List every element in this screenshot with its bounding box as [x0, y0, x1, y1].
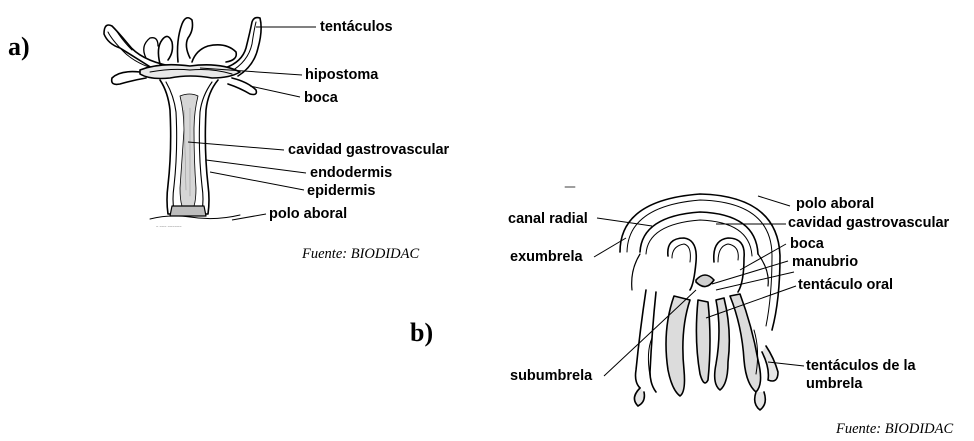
label-hipostoma: hipostoma — [305, 67, 378, 83]
panel-a-letter: a) — [8, 32, 30, 62]
label-cavidad-b: cavidad gastrovascular — [788, 215, 949, 231]
source-a: Fuente: BIODIDAC — [302, 246, 419, 263]
label-canal-radial: canal radial — [508, 211, 588, 227]
label-epidermis: epidermis — [307, 183, 376, 199]
label-manubrio: manubrio — [792, 254, 858, 270]
label-tentaculos-a: tentáculos — [320, 19, 393, 35]
label-boca-a: boca — [304, 90, 338, 106]
label-tentaculos-umbrela-line2: umbrela — [806, 376, 862, 392]
label-endodermis: endodermis — [310, 165, 392, 181]
label-cavidad-a: cavidad gastrovascular — [288, 142, 449, 158]
label-tentaculos-umbrela-line1: tentáculos de la — [806, 358, 916, 374]
label-subumbrela: subumbrela — [510, 368, 592, 384]
label-boca-b: boca — [790, 236, 824, 252]
source-b: Fuente: BIODIDAC — [836, 421, 953, 438]
label-exumbrela: exumbrela — [510, 249, 583, 265]
label-polo-aboral-a: polo aboral — [269, 206, 347, 222]
panel-b-letter: b) — [410, 318, 433, 348]
hydra-drawing: ~ ~~~ ~~~~~~ — [104, 18, 261, 230]
leader-lines-a — [188, 27, 316, 220]
label-polo-aboral-b: polo aboral — [796, 196, 874, 212]
label-tentaculo-oral: tentáculo oral — [798, 277, 893, 293]
svg-text:~ ~~~ ~~~~~~: ~ ~~~ ~~~~~~ — [156, 224, 182, 229]
medusa-drawing — [565, 187, 780, 410]
